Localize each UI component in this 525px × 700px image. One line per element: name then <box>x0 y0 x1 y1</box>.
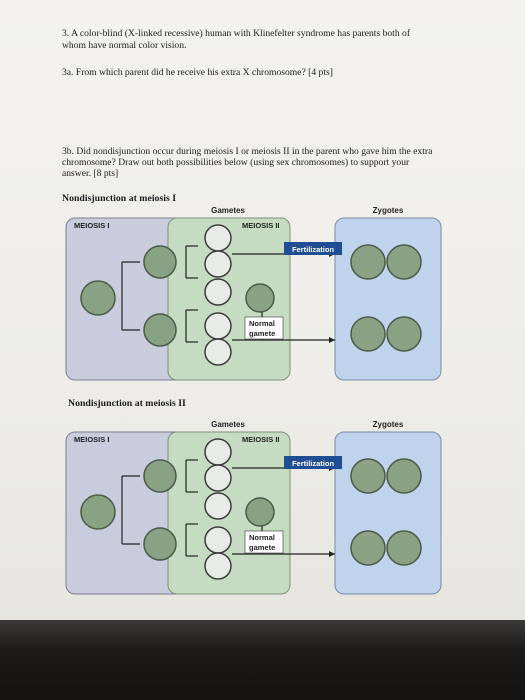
diagram-1-zygote-cell <box>386 316 422 352</box>
diagram-2-zygote-cell <box>350 530 386 566</box>
diagram-2-zygote-cell <box>386 530 422 566</box>
diagram-1-gametes-label: Gametes <box>211 206 245 215</box>
diagram-1-normal-gamete-cell <box>245 283 275 313</box>
question-3-line-1: 3. A color-blind (X-linked recessive) hu… <box>62 28 411 39</box>
question-3b-line-1: 3b. Did nondisjunction occur during meio… <box>62 146 433 157</box>
diagram-1-meiosis-1-cell-bottom <box>143 313 177 347</box>
diagram-1-zygotes-label: Zygotes <box>373 206 404 215</box>
diagram-1-gamete-cell <box>204 312 232 340</box>
diagram-2-normal-label-line-2: gamete <box>249 543 275 552</box>
diagram-2-normal-gamete-cell <box>245 497 275 527</box>
question-3a: 3a. From which parent did he receive his… <box>62 67 333 78</box>
question-3b-line-3: answer. [8 pts] <box>62 168 119 179</box>
diagram-1-meiosis-1-label: MEIOSIS I <box>74 221 109 230</box>
diagram-2-normal-gamete-label-box <box>244 530 284 554</box>
diagram-2-zygote-cell <box>386 458 422 494</box>
diagram-2-meiosis-1-label: MEIOSIS I <box>74 435 109 444</box>
diagram-2-fertilization-label: Fertilization <box>292 459 335 468</box>
diagram-1-zygote-cell <box>350 244 386 280</box>
diagram-2-gamete-cell <box>204 464 232 492</box>
diagram-2-zygotes-label: Zygotes <box>373 420 404 429</box>
diagram-1-normal-label-line-1: Normal <box>249 319 275 328</box>
question-3-line-2: whom have normal color vision. <box>62 40 187 51</box>
diagram-2-meiosis-1-cell-bottom <box>143 527 177 561</box>
diagram-1-zygote-cell <box>386 244 422 280</box>
diagram-2-arrowhead-bottom <box>329 551 335 557</box>
diagram-2-normal-label-line-1: Normal <box>249 533 275 542</box>
diagram-1-normal-label-line-2: gamete <box>249 329 275 338</box>
diagram-2-gamete-cell <box>204 526 232 554</box>
diagram-2-meiosis-1-cell-top <box>143 459 177 493</box>
diagram-1-meiosis-1-cell-top <box>143 245 177 279</box>
diagram-2-zygotes-box <box>334 431 442 595</box>
diagram-2-heading: Nondisjunction at meiosis II <box>68 398 186 409</box>
diagram-1-gamete-cell <box>204 224 232 252</box>
diagram-2-zygote-cell <box>350 458 386 494</box>
diagram-2-gametes-label: Gametes <box>211 420 245 429</box>
diagram-1-zygote-cell <box>350 316 386 352</box>
diagram-1-meiosis-2-label: MEIOSIS II <box>242 221 280 230</box>
diagram-1-fertilization-label-box <box>284 242 342 255</box>
diagram-2-gamete-cell <box>204 438 232 466</box>
diagram-2-meiosis-2-label: MEIOSIS II <box>242 435 280 444</box>
diagram-1-arrowhead-bottom <box>329 337 335 343</box>
diagram-1-zygotes-box <box>334 217 442 381</box>
diagram-2-gamete-cell <box>204 552 232 580</box>
diagram-2-gamete-cell <box>204 492 232 520</box>
diagram-1-gamete-cell <box>204 338 232 366</box>
diagram-1-gamete-cell <box>204 250 232 278</box>
page-bottom-edge <box>0 620 525 700</box>
diagram-1-gamete-cell <box>204 278 232 306</box>
question-3b-line-2: chromosome? Draw out both possibilities … <box>62 157 410 168</box>
diagram-2-fertilization-label-box <box>284 456 342 469</box>
diagram-1-parent-cell <box>80 280 116 316</box>
diagram-1-heading: Nondisjunction at meiosis I <box>62 193 177 204</box>
diagram-2-parent-cell <box>80 494 116 530</box>
diagram-1-normal-gamete-label-box <box>244 316 284 340</box>
diagram-1-fertilization-label: Fertilization <box>292 245 335 254</box>
